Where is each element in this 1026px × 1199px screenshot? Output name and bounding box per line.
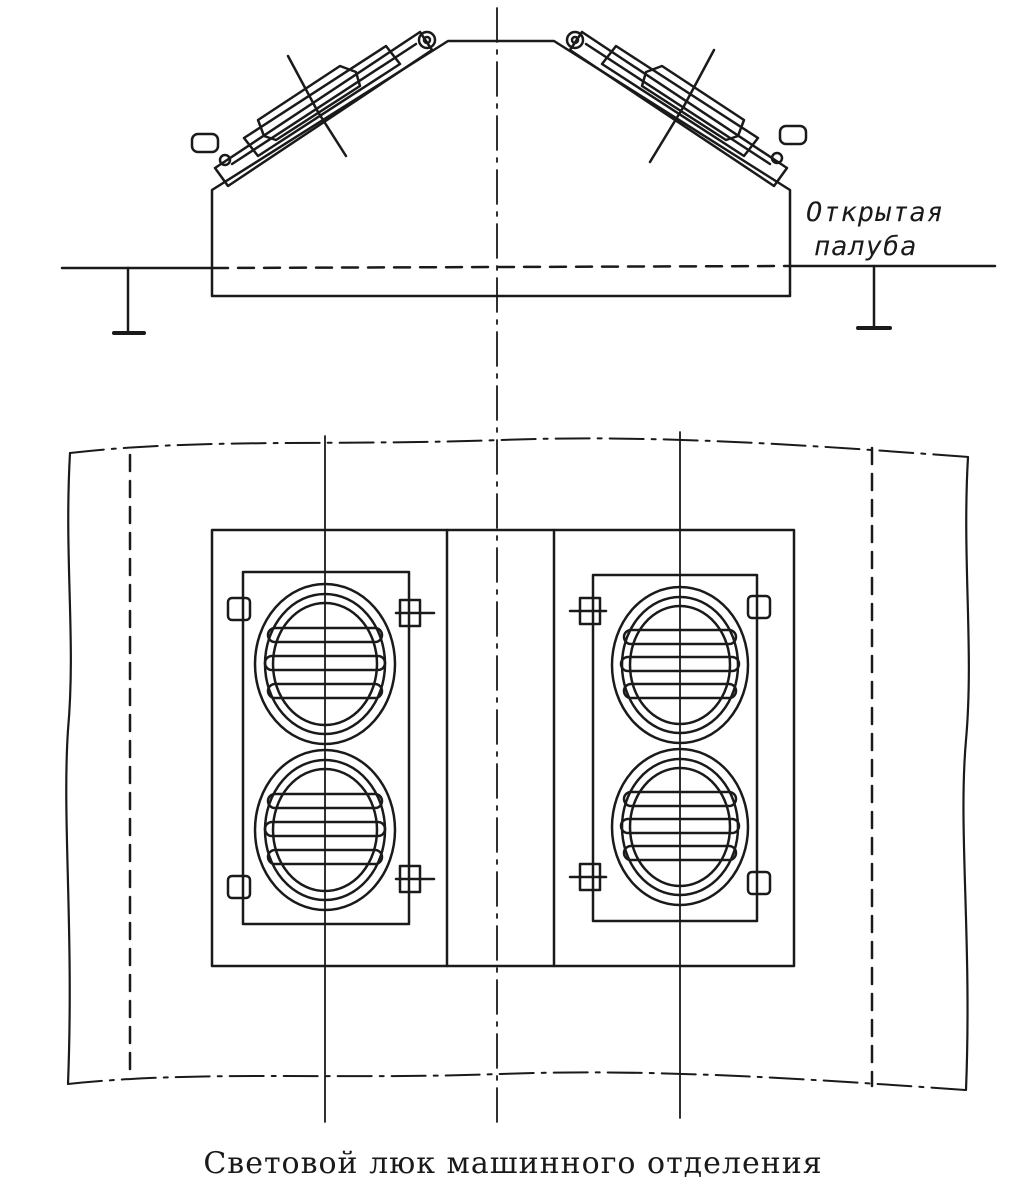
deck-beam-left xyxy=(112,266,146,335)
side-view xyxy=(60,30,997,335)
plan-view xyxy=(65,431,970,1123)
deck-beam-right xyxy=(856,264,892,330)
left-cover-plan xyxy=(226,570,436,926)
deck-plate-boundary-right xyxy=(962,455,970,1092)
skylight-casing xyxy=(210,39,792,298)
open-deck-label-line2: палуба xyxy=(814,231,918,262)
deck-line-hidden xyxy=(210,264,792,270)
break-line-top xyxy=(69,437,969,458)
open-deck-label-line1: Открытая xyxy=(806,197,945,228)
hatch-frame xyxy=(210,528,796,968)
break-line-bottom xyxy=(67,1071,967,1091)
right-cover-plan xyxy=(568,573,772,923)
right-cover xyxy=(565,30,808,188)
open-deck-label: Открытая палуба xyxy=(806,196,944,264)
figure-caption: Световой люк машинного отделения xyxy=(203,1146,823,1181)
deck-plate-boundary xyxy=(65,451,72,1086)
left-cover xyxy=(190,30,437,188)
